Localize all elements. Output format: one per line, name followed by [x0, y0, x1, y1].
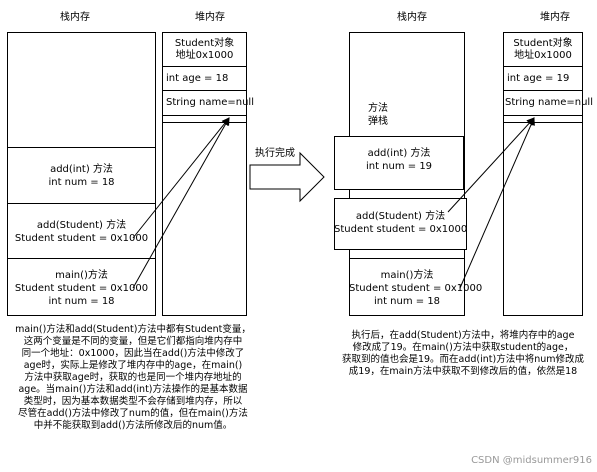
- left-explanation-line: 方法中获取age时，获取的也是同一个堆内存地址的: [24, 372, 242, 383]
- right-frame-add-int-method: add(int) 方法: [367, 148, 431, 159]
- watermark: CSDN @midsummer916: [471, 455, 592, 466]
- left-explanation-line: 这两个变量是不同的变量，但是它们都指向堆内存中: [23, 336, 243, 347]
- left-heap-object-title: Student对象: [174, 38, 235, 49]
- left-heap-divider: [162, 66, 247, 67]
- right-frame-add-int-var: int num = 19: [365, 161, 433, 172]
- right-pop-label-line1: 方法: [368, 103, 388, 114]
- right-heap-divider: [503, 115, 583, 116]
- left-explanation-line: 中并不能获取到add()方法所修改后的num值。: [33, 420, 233, 431]
- right-explanation-line: 获取到的值也会是19。而在add(int)方法中将num修改成: [341, 354, 585, 365]
- execution-complete-label: 执行完成: [255, 148, 295, 159]
- right-frame-add-student-var: Student student = 0x1000: [334, 224, 468, 235]
- left-frame-add-int-method: add(int) 方法: [50, 164, 113, 175]
- left-stack-divider: [7, 203, 156, 204]
- left-frame-add-student-var: Student student = 0x1000: [14, 233, 149, 244]
- left-heap-name: String name=null: [166, 97, 254, 108]
- execution-complete-arrow: [249, 151, 325, 203]
- right-stack-label: 栈内存: [397, 12, 427, 23]
- left-heap-label: 堆内存: [195, 12, 225, 23]
- right-heap-divider: [503, 90, 583, 91]
- left-explanation-line: 尽管在add()方法中修改了num的值，但在main()方法: [18, 408, 248, 419]
- right-explanation-line: 执行后，在add(Student)方法中，将堆内存中的age: [351, 330, 575, 341]
- left-explanation-line: age时，实际上是修改了堆内存中的age，在main(): [23, 360, 243, 371]
- right-popped-frame-add-student: [334, 198, 467, 250]
- left-heap-object-address: 地址0x1000: [175, 50, 234, 61]
- right-heap-divider: [503, 122, 583, 123]
- left-explanation-line: main()方法和add(Student)方法中都有Student变量，: [15, 324, 251, 335]
- left-stack-divider: [7, 147, 156, 148]
- left-frame-main-var2: int num = 18: [48, 296, 115, 307]
- right-pop-label-line2: 弹栈: [368, 116, 388, 127]
- right-heap-object-title: Student对象: [513, 38, 573, 49]
- left-explanation-line: 类型时，因为基本数据类型不会存储到堆内存，所以: [23, 396, 243, 407]
- right-heap-name: String name=null: [505, 97, 593, 108]
- left-heap-divider: [162, 90, 247, 91]
- right-frame-main-method: main()方法: [380, 270, 434, 281]
- left-frame-add-int-var: int num = 18: [48, 177, 115, 188]
- right-heap-label: 堆内存: [540, 12, 570, 23]
- right-explanation-line: 修改成了19。在main()方法中获取student的age，: [352, 342, 574, 353]
- left-frame-main-method: main()方法: [55, 270, 108, 281]
- right-stack-divider: [349, 258, 465, 259]
- left-explanation-line: age。当main()方法和add(int)方法操作的是基本数据: [18, 384, 248, 395]
- left-frame-add-student-method: add(Student) 方法: [36, 220, 127, 231]
- left-heap-divider: [162, 122, 247, 123]
- left-frame-main-var1: Student student = 0x1000: [14, 283, 149, 294]
- right-frame-main-var1: Student student = 0x1000: [349, 283, 483, 294]
- left-heap-age: int age = 18: [166, 73, 229, 84]
- left-stack-divider: [7, 258, 156, 259]
- left-stack-label: 栈内存: [60, 12, 90, 23]
- left-explanation-line: 同一个地址：0x1000，因此当在add()方法中修改了: [21, 348, 245, 359]
- right-heap-divider: [503, 66, 583, 67]
- right-explanation-line: 成19，在main方法中获取不到修改后的值，依然是18: [348, 366, 578, 377]
- right-frame-add-student-method: add(Student) 方法: [355, 211, 446, 222]
- right-heap-age: int age = 19: [507, 73, 570, 84]
- right-frame-main-var2: int num = 18: [373, 296, 441, 307]
- right-popped-frame-add-int: [334, 136, 464, 190]
- left-heap-divider: [162, 115, 247, 116]
- right-heap-object-address: 地址0x1000: [514, 50, 572, 61]
